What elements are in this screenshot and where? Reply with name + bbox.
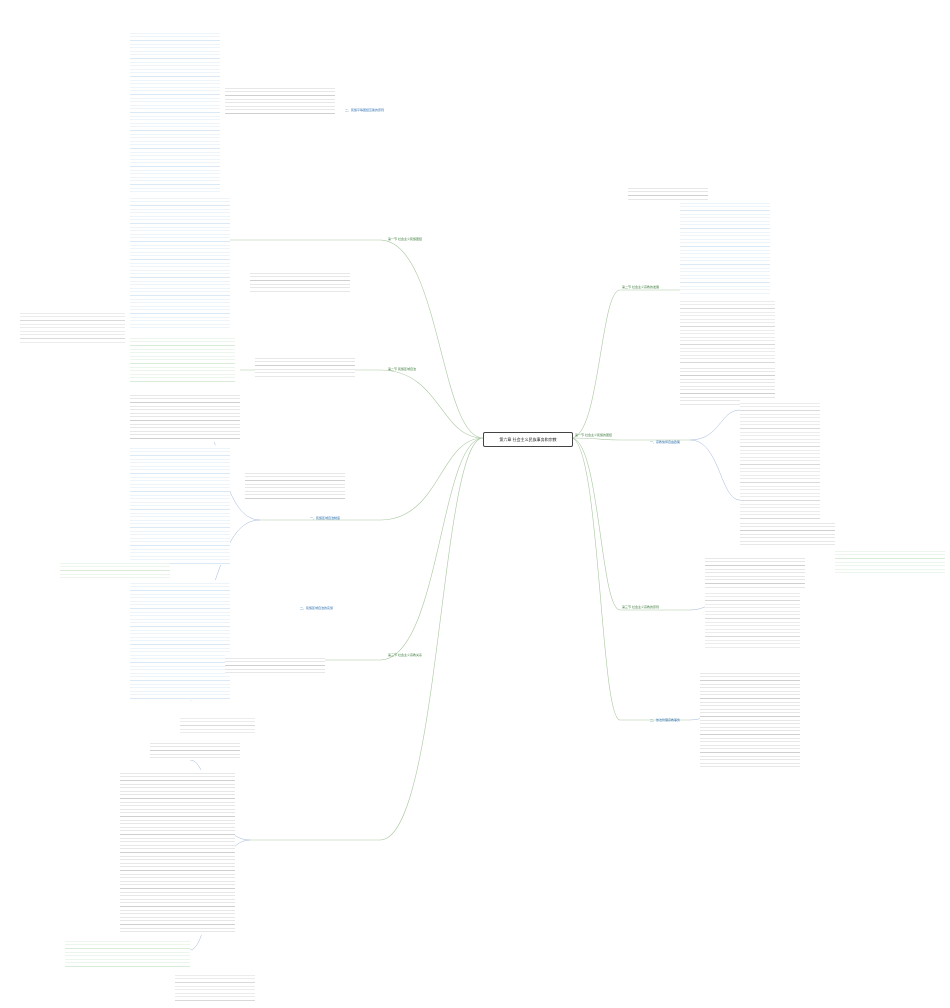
branch-left-2[interactable]: 第二节 民族区域自治 [388,367,416,371]
sub-node-5[interactable]: 一、宗教信仰自由政策 [650,440,681,444]
note-block [175,972,255,1002]
note-block [705,590,800,650]
note-block [835,548,945,573]
note-block [65,938,190,968]
note-block [225,85,335,115]
note-block [740,400,820,520]
note-block [120,770,235,935]
sub-node-1[interactable]: 二、民族平等团结互助的原则 [345,108,385,112]
note-block [680,298,775,363]
branch-right-3[interactable]: 第三节 社会主义宗教的原则 [622,605,659,609]
note-block [60,560,170,580]
branch-right-2[interactable]: 第二节 社会主义宗教的发展 [622,285,659,289]
note-block [740,520,835,545]
branch-left-1[interactable]: 第一节 社会主义民族团结 [388,237,422,241]
note-block [20,310,125,345]
note-block [225,655,325,675]
note-block [250,270,350,292]
note-block [705,555,805,590]
sub-node-3[interactable]: 一、民族区域自治制度 [310,516,341,520]
note-block [130,335,235,385]
central-topic[interactable]: 第六章 社会主义民族事务和宗教 [483,432,573,447]
note-block [130,445,230,565]
note-block [245,470,345,500]
note-block [680,365,775,405]
branch-right-1[interactable]: 第一节 社会主义民族的团结 [575,433,612,437]
sub-node-4[interactable]: 二、民族区域自治的实施 [300,606,334,610]
note-block [680,200,770,295]
note-block [130,195,230,330]
note-block [700,670,800,770]
note-block [255,355,355,377]
note-block [150,740,240,760]
note-block [130,18,210,28]
branch-left-3[interactable]: 第三节 社会主义宗教关系 [388,653,422,657]
note-block [180,715,255,735]
note-block [130,392,240,442]
note-block [130,580,230,700]
sub-node-6[interactable]: 二、依法管理宗教事务 [650,718,681,722]
note-block [628,185,708,200]
